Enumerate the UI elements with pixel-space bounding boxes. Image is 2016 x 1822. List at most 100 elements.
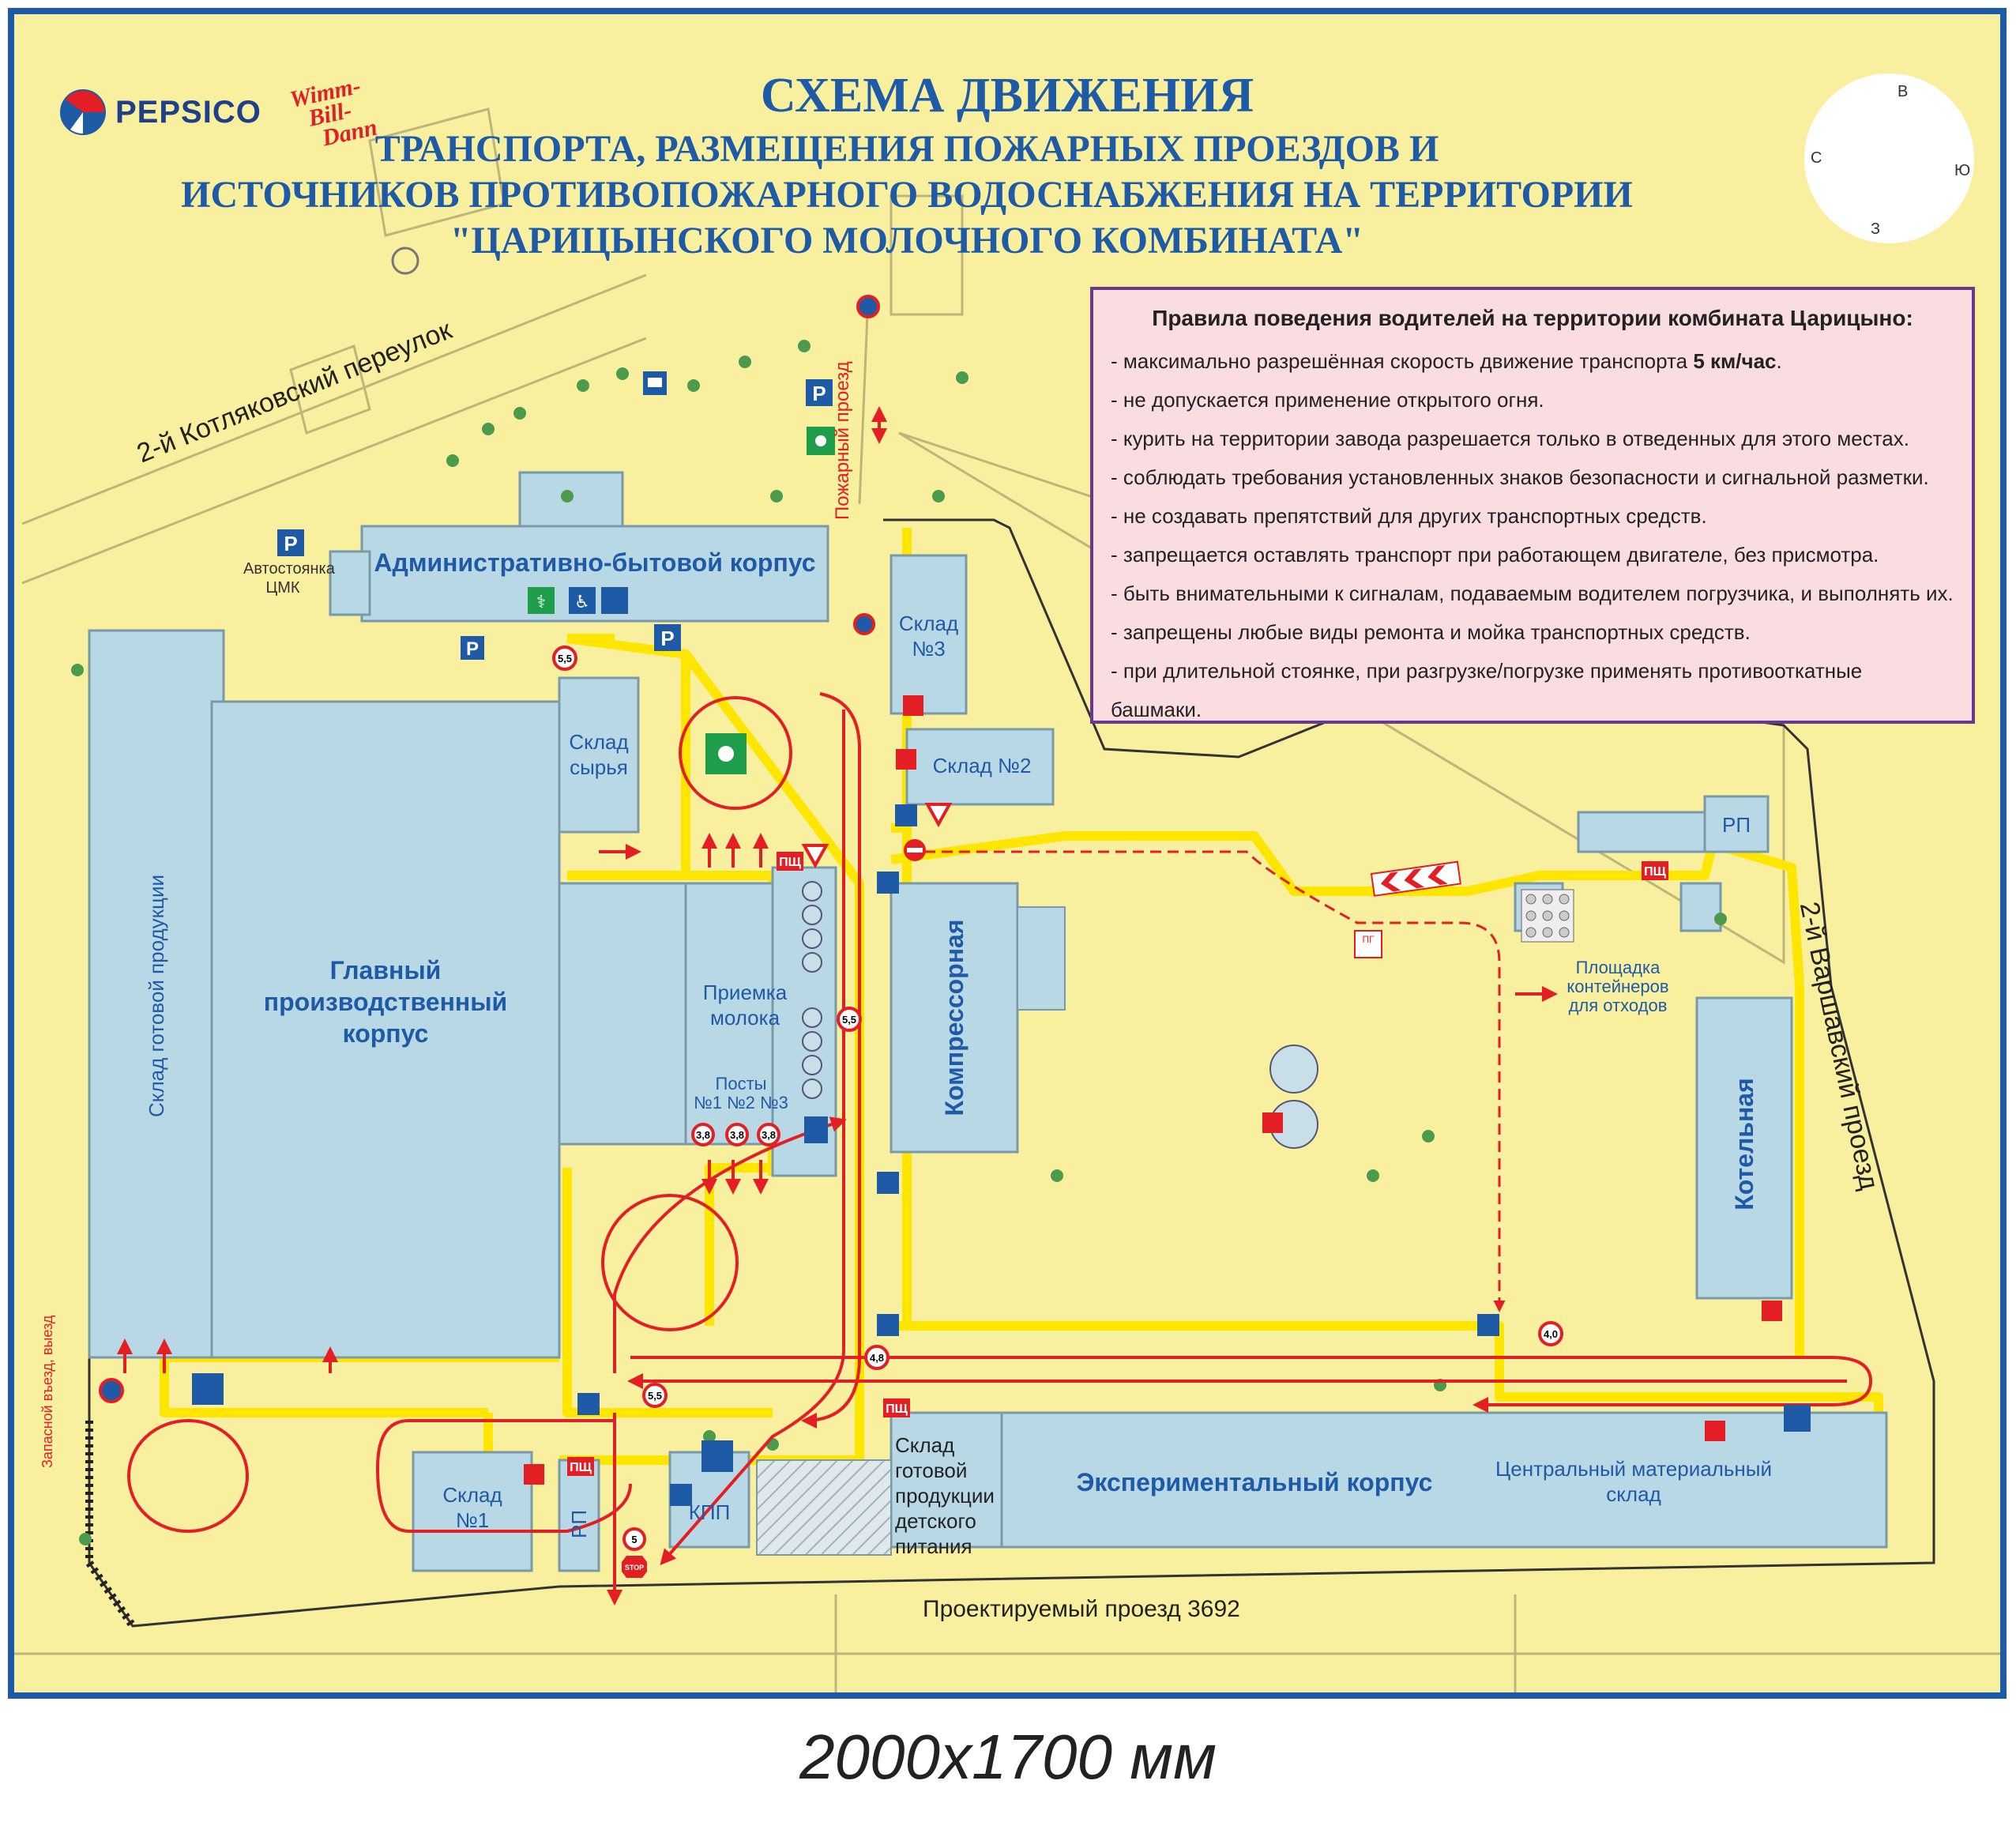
svg-text:5: 5 (631, 1534, 637, 1545)
rp-top-building (1703, 795, 1770, 853)
rule-item: - максимально разрешённая скорость движе… (1111, 349, 1782, 373)
boiler-building (1695, 996, 1793, 1300)
warehouse-1 (412, 1451, 533, 1572)
svg-text:STOP: STOP (625, 1564, 644, 1572)
first-aid-sign: ⚕ (528, 587, 555, 614)
fire-shield-sign: ПЩ ПЩ ПЩ ПЩ (567, 852, 1668, 1476)
crossing-sign (577, 804, 1499, 1506)
svg-text:P: P (466, 638, 479, 660)
parking-sign: P (806, 379, 833, 406)
turn-circle-top (679, 696, 792, 810)
no-parking-sign (99, 295, 880, 1403)
toilet-sign (601, 587, 628, 614)
fire-passage-label: Пожарный проезд (832, 361, 853, 520)
page-title: СХЕМА ДВИЖЕНИЯ (760, 69, 1254, 122)
svg-text:P: P (812, 382, 826, 405)
toilet-sign (804, 1116, 828, 1143)
kpp-label: КПП (688, 1500, 731, 1524)
compressor-building (890, 882, 1019, 1154)
svg-text:4,8: 4,8 (870, 1352, 884, 1364)
rules-list: - максимально разрешённая скорость движе… (1111, 342, 1954, 729)
pepsico-globe-icon (60, 89, 106, 135)
svg-text:ПЩ: ПЩ (779, 856, 802, 869)
parking-sign: P (461, 636, 484, 660)
pipe-sign (192, 1373, 1811, 1472)
dashed-fire-route (907, 850, 1506, 1312)
svg-text:ПГ: ПГ (1362, 934, 1375, 945)
compass-south-label: Ю (1954, 162, 1971, 179)
bus-stop-sign (643, 371, 667, 395)
reserve-exit-label: Запасной въезд, выезд (39, 1315, 55, 1468)
compass: С В Ю З (1804, 73, 1974, 243)
svg-text:3,8: 3,8 (696, 1129, 710, 1141)
trees (71, 340, 1727, 1545)
svg-text:ПЩ: ПЩ (570, 1461, 592, 1474)
rule-item: - при длительной стоянке, при разгрузке/… (1111, 659, 1863, 721)
parking-sign: P (277, 529, 304, 556)
driver-rules-panel: Правила поведения водителей на территори… (1090, 287, 1975, 724)
toilet-sign: ♿ (569, 587, 596, 614)
red-routes (117, 406, 1873, 1606)
rule-item: - не допускается применение открытого ог… (1111, 388, 1544, 412)
warehouse-2 (905, 728, 1055, 806)
speed-limit-signs: 5,5 5,5 5,5 4,8 4,0 3,8 3,8 3,8 5 (552, 646, 1563, 1551)
turn-circle-middle (601, 1194, 739, 1331)
warehouse-2-label: Склад №2 (932, 754, 1032, 777)
raw-warehouse (558, 676, 640, 834)
no-entry-sign (904, 839, 926, 861)
rule-item: - быть внимательными к сигналам, подавае… (1111, 582, 1954, 605)
hydrant-sign: ПГ (1354, 930, 1382, 958)
rule-item: - курить на территории завода разрешаетс… (1111, 427, 1909, 450)
site-perimeter (88, 518, 1935, 1628)
street-kotlyakovsky (21, 273, 647, 585)
stop-sign: STOP (622, 1556, 647, 1578)
compressor-label: Компрессорная (940, 919, 969, 1116)
svg-text:⚕: ⚕ (536, 593, 546, 612)
street-proektiruemy-label: Проектируемый проезд 3692 (923, 1596, 1240, 1622)
rp-top-label: РП (1721, 813, 1751, 837)
svg-text:3,8: 3,8 (762, 1129, 776, 1141)
railway (85, 1421, 137, 1628)
pepsico-logo: PEPSICO (60, 89, 261, 135)
svg-text:4,0: 4,0 (1544, 1328, 1558, 1340)
compass-west-label: З (1871, 220, 1881, 238)
rule-item: - не создавать препятствий для других тр… (1111, 504, 1707, 528)
fire-extinguisher-sign (524, 695, 1782, 1485)
svg-text:5,5: 5,5 (842, 1014, 856, 1026)
container-grid (1521, 889, 1574, 943)
rule-item: - запрещены любые виды ремонта и мойка т… (1111, 620, 1751, 644)
rule-item: - соблюдать требования установленных зна… (1111, 465, 1929, 489)
svg-text:P: P (660, 627, 674, 650)
admin-building-label: Административно-бытовой корпус (374, 548, 816, 577)
rule-item: - запрещается оставлять транспорт при ра… (1111, 543, 1879, 567)
main-production-building (210, 700, 561, 1359)
svg-text:5,5: 5,5 (558, 653, 572, 664)
svg-text:5,5: 5,5 (648, 1390, 662, 1402)
posts-label: Посты №1 №2 №3 (694, 1074, 788, 1112)
turn-circle-left (127, 1419, 249, 1533)
yield-sign (801, 803, 953, 869)
tanks (802, 881, 1318, 1149)
site-plan: P P P P ⚕ ♿ ПЩ ПЩ (14, 102, 2000, 1692)
svg-text:ПЩ: ПЩ (886, 1402, 908, 1416)
svg-text:3,8: 3,8 (730, 1129, 744, 1141)
svg-text:ПЩ: ПЩ (1644, 865, 1667, 879)
rp-bottom-label: РП (567, 1509, 591, 1539)
rules-title: Правила поведения водителей на территори… (1152, 306, 1913, 330)
board-size-label: 2000х1700 мм (799, 1722, 1217, 1792)
experimental-building-label: Экспериментальный корпус (1076, 1468, 1433, 1496)
parking-sign: P (654, 624, 681, 651)
rp-bottom-building (558, 1459, 600, 1572)
finished-goods-building (88, 629, 225, 1359)
compass-north-label: С (1811, 149, 1822, 167)
boiler-label: Котельная (1730, 1078, 1758, 1210)
compass-east-label: В (1898, 83, 1909, 100)
